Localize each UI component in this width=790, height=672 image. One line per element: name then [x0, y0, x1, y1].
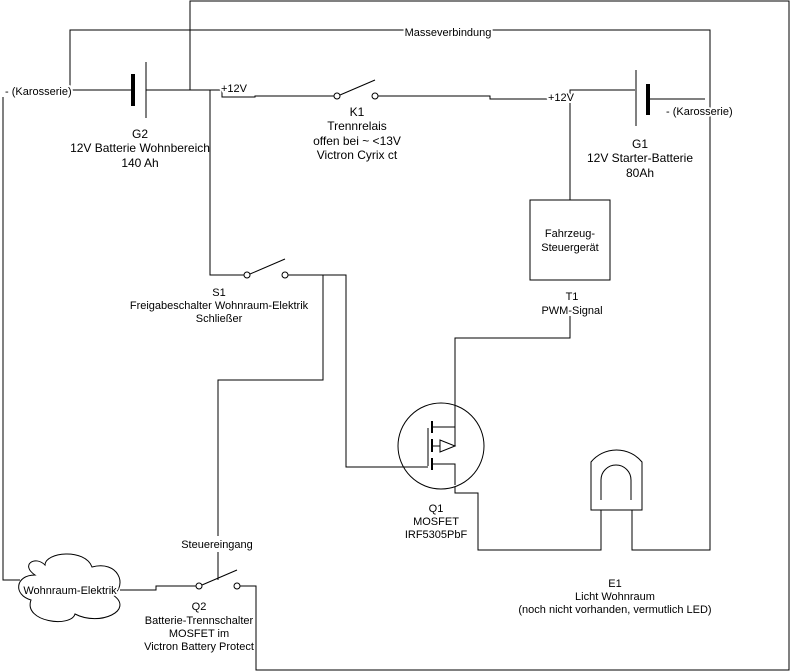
- switch-s1-contact-right: [281, 271, 289, 279]
- lamp-e1-symbol: [590, 449, 643, 511]
- g1-capacity: 80Ah: [626, 166, 654, 180]
- s1-feed-wire: [209, 90, 246, 276]
- relay-k1-contact-left: [333, 92, 341, 100]
- s1-type: Schließer: [196, 313, 243, 325]
- frame-wire: [189, 0, 790, 671]
- e1-desc: Licht Wohnraum: [575, 591, 655, 603]
- q2-desc: Batterie-Trennschalter: [145, 615, 254, 627]
- g1-minus-label: - (Karosserie): [666, 106, 733, 118]
- ecu-label-line1: Fahrzeug-: [545, 228, 595, 240]
- k1-desc: Trennrelais: [327, 119, 387, 133]
- wohnraum-elektrik-cloud: [18, 553, 121, 622]
- g1-ref: G1: [632, 137, 648, 151]
- t1-desc: PWM-Signal: [541, 305, 602, 317]
- mosfet-q1-arrow: [439, 439, 457, 453]
- left-ground-wire: [2, 97, 20, 581]
- switch-q2: [195, 569, 241, 590]
- k1-to-g1-wire: [376, 89, 635, 100]
- q1-model: IRF5305PbF: [405, 529, 468, 541]
- relay-k1-contact-right: [371, 92, 379, 100]
- ground-connection-label: Masseverbindung: [405, 27, 492, 39]
- ground-wire: [69, 29, 711, 551]
- relay-k1-switch: [333, 79, 379, 100]
- g2-ref: G2: [132, 127, 148, 141]
- g2-desc: 12V Batterie Wohnbereich: [70, 141, 210, 155]
- g1-desc: 12V Starter-Batterie: [587, 151, 693, 165]
- ecu-box: [529, 199, 611, 281]
- cloud-label: Wohnraum-Elektrik: [23, 585, 117, 597]
- cloud-to-q2-wire: [120, 585, 198, 591]
- s1-out-wire-b: [217, 275, 324, 536]
- pwm-wire: [454, 316, 571, 405]
- s1-desc: Freigabeschalter Wohnraum-Elektrik: [130, 300, 309, 312]
- lamp-e1-outer: [590, 449, 643, 511]
- k1-ref: K1: [350, 105, 365, 119]
- switch-s1-contact-left: [243, 271, 251, 279]
- q1-ref: Q1: [429, 503, 444, 515]
- g2-capacity: 140 Ah: [121, 156, 158, 170]
- drain-to-lamp-wire: [454, 485, 602, 551]
- q2-control-input-label: Steuereingang: [181, 539, 253, 551]
- q2-ref: Q2: [192, 601, 207, 613]
- switch-q2-blade: [201, 569, 238, 586]
- g2-minus-label: - (Karosserie): [5, 86, 72, 98]
- battery-g1: [635, 70, 705, 126]
- q1-desc: MOSFET: [413, 516, 459, 528]
- ecu-label-line2: Steuergerät: [541, 242, 598, 254]
- switch-q2-contact-right: [233, 582, 241, 590]
- lamp-e1-inner: [600, 464, 632, 500]
- q2-line2: MOSFET im: [169, 628, 229, 640]
- mosfet-q1-drain-lead: [432, 463, 456, 485]
- s1-ref: S1: [212, 287, 225, 299]
- relay-k1-blade: [339, 79, 376, 96]
- t1-ref: T1: [566, 291, 579, 303]
- g1-plus-label: +12V: [548, 92, 575, 104]
- s1-out-wire-a: [286, 274, 397, 468]
- switch-s1: [243, 258, 289, 279]
- mosfet-q1-symbol: [397, 402, 485, 490]
- k1-condition: offen bei ~ <13V: [313, 134, 401, 148]
- e1-ref: E1: [608, 578, 621, 590]
- g2-plus-wire: [146, 89, 336, 98]
- e1-note: (noch nicht vorhanden, vermutlich LED): [518, 604, 711, 616]
- g2-plus-label: +12V: [221, 83, 248, 95]
- switch-s1-blade: [249, 258, 286, 275]
- switch-q2-contact-left: [195, 582, 203, 590]
- battery-g2: [131, 62, 147, 118]
- q2-line3: Victron Battery Protect: [144, 641, 254, 653]
- k1-model: Victron Cyrix ct: [317, 148, 398, 162]
